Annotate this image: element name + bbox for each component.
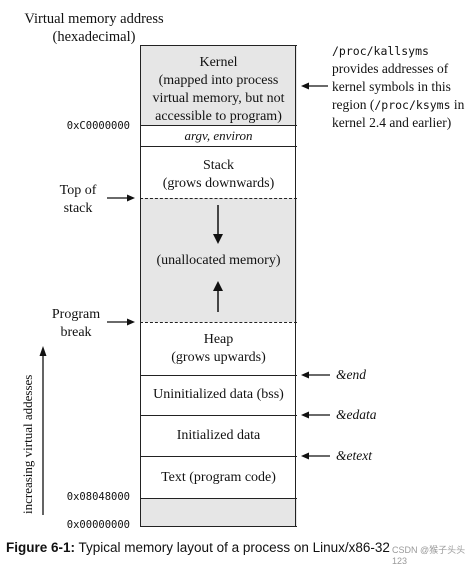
kernel-desc-2: virtual memory, but not [152, 91, 285, 106]
note-line-1: /proc/kallsyms [332, 44, 429, 58]
kernel-region: Kernel (mapped into process virtual memo… [140, 54, 297, 126]
caption-label: Figure 6-1: [6, 540, 76, 555]
address-zero: 0x00000000 [66, 519, 130, 531]
note-line-4a: region ( [332, 97, 375, 112]
top-of-stack-line-2: stack [63, 201, 93, 216]
program-break-arrow [107, 318, 135, 326]
address-column-header: Virtual memory address (hexadecimal) [14, 10, 174, 46]
argv-region: argv, environ [184, 128, 253, 143]
heap-region: Heap (grows upwards) [140, 331, 297, 367]
unallocated-region: (unallocated memory) [156, 253, 281, 268]
line-argv-bottom [140, 146, 297, 147]
note-line-5: kernel 2.4 and earlier) [332, 115, 452, 130]
line-kernel-top [140, 45, 297, 46]
end-arrow [301, 371, 330, 379]
note-line-3: kernel symbols in this [332, 79, 451, 94]
stack-desc: (grows downwards) [162, 176, 275, 191]
caption-text: Typical memory layout of a process on Li… [75, 540, 390, 555]
line-bottom [140, 526, 297, 527]
program-break-line-2: break [60, 325, 92, 340]
stack-title: Stack [202, 158, 235, 173]
initialized-data-region: Initialized data [176, 428, 261, 443]
kernel-title: Kernel [199, 55, 238, 70]
bottom-shade [140, 498, 297, 527]
address-text-start: 0x08048000 [66, 491, 130, 503]
note-line-2: provides addresses of [332, 61, 449, 76]
note-line-4c: in [450, 97, 465, 112]
line-kernel-bottom [140, 125, 297, 126]
edata-arrow [301, 411, 330, 419]
program-break-line-1: Program [51, 307, 101, 322]
heap-title: Heap [203, 332, 234, 347]
top-of-stack-arrow [107, 194, 135, 202]
kallsyms-note: /proc/kallsyms provides addresses of ker… [332, 42, 472, 132]
increasing-addresses-label: increasing virtual addesses [20, 374, 35, 514]
figure-caption: Figure 6-1: Typical memory layout of a p… [6, 540, 390, 555]
line-heap-bottom [140, 375, 297, 376]
dashed-top-of-stack [140, 198, 297, 199]
increasing-address-arrow [39, 346, 47, 515]
etext-symbol: &etext [336, 448, 372, 463]
top-of-stack-label: Top of stack [50, 182, 106, 218]
header-line-1: Virtual memory address [24, 11, 164, 27]
heap-desc: (grows upwards) [171, 350, 266, 365]
note-line-4: region (/proc/ksyms in [332, 96, 472, 114]
kernel-desc-3: accessible to program) [155, 109, 282, 124]
watermark: CSDN @猴子头头123 [392, 545, 466, 566]
line-init-bottom [140, 456, 297, 457]
line-bss-bottom [140, 415, 297, 416]
edata-symbol: &edata [336, 407, 377, 422]
memory-column [140, 45, 296, 527]
text-region: Text (program code) [161, 470, 276, 485]
bss-region: Uninitialized data (bss) [153, 387, 284, 402]
kernel-note-arrow [301, 82, 328, 90]
top-of-stack-line-1: Top of [59, 183, 97, 198]
program-break-label: Program break [44, 306, 108, 342]
dashed-program-break [140, 322, 297, 323]
heap-up-arrow [213, 281, 223, 312]
kernel-shade [140, 45, 297, 125]
stack-down-arrow [213, 205, 223, 244]
note-line-4b: /proc/ksyms [374, 98, 451, 112]
etext-arrow [301, 452, 330, 460]
stack-region: Stack (grows downwards) [140, 157, 297, 193]
address-kernel-start: 0xC0000000 [66, 120, 130, 132]
kernel-desc-1: (mapped into process [158, 73, 279, 88]
line-text-bottom [140, 498, 297, 499]
header-line-2: (hexadecimal) [52, 29, 136, 45]
end-symbol: &end [336, 367, 366, 382]
